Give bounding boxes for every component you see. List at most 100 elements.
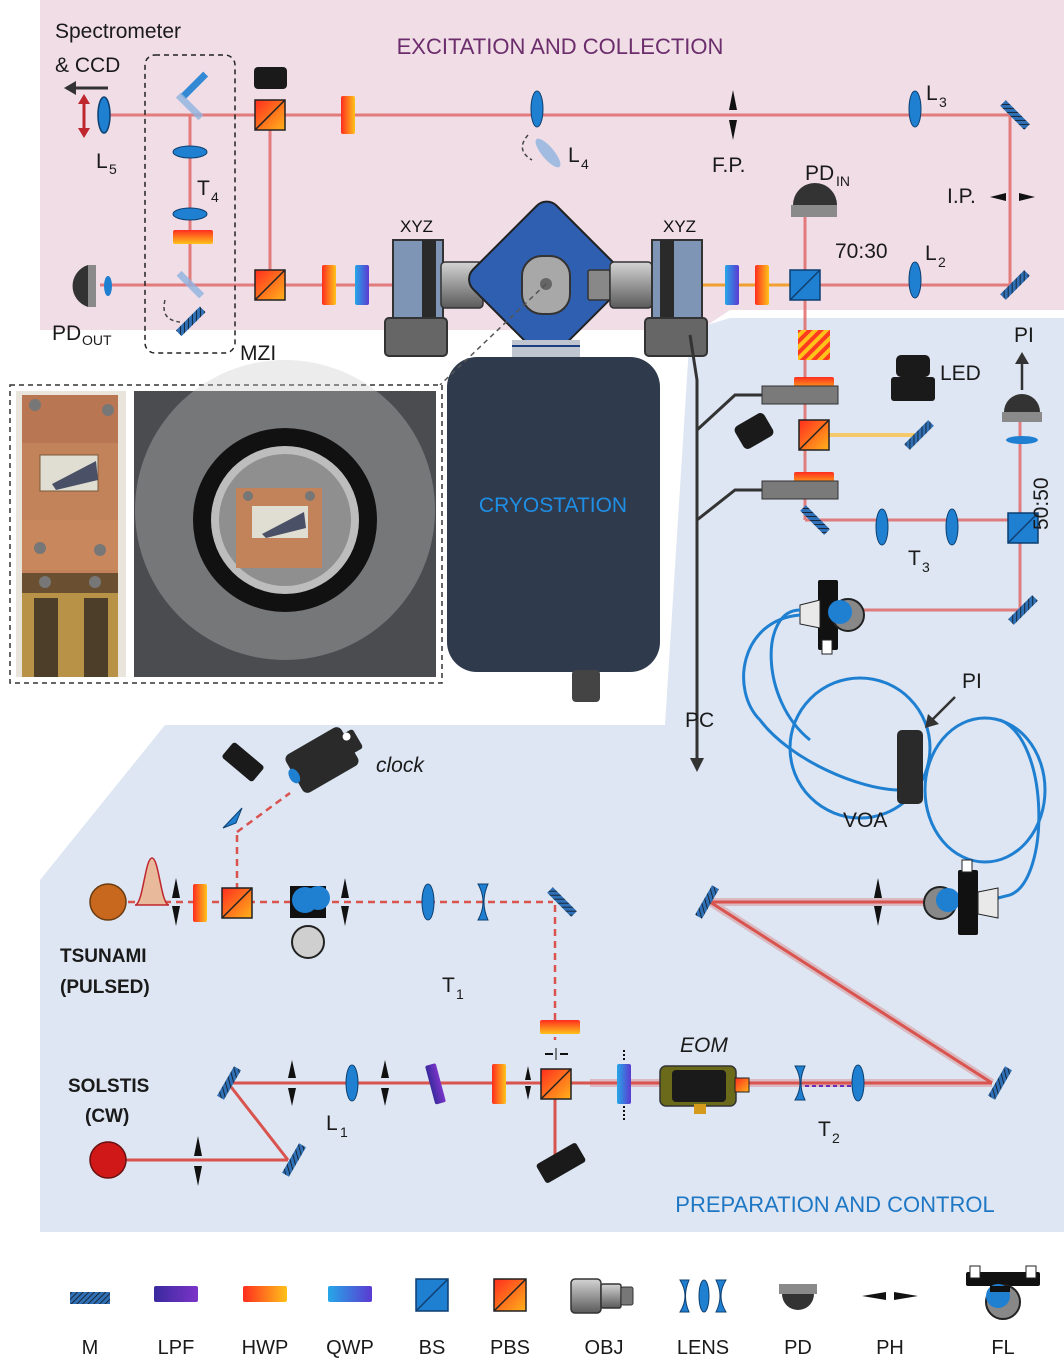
- voa-device: [897, 730, 923, 804]
- svg-text:3: 3: [939, 94, 947, 110]
- sample-photo-inset: [10, 360, 442, 683]
- legend-label-hwp: HWP: [242, 1337, 289, 1359]
- legend-label-ph: PH: [876, 1337, 904, 1359]
- spectrometer-label: Spectrometer: [55, 20, 181, 43]
- t4-lens-1: [173, 146, 207, 158]
- pi-top-label: PI: [1014, 324, 1034, 347]
- xyz-stage-left: [385, 240, 447, 356]
- flip-mirror-2: [762, 481, 838, 499]
- led-source: [891, 355, 935, 401]
- hwp-cw: [492, 1064, 506, 1104]
- pbs-cw: [541, 1069, 571, 1099]
- svg-text:2: 2: [832, 1130, 840, 1146]
- svg-text:3: 3: [922, 559, 930, 575]
- beam-splitter-icon: [416, 1279, 448, 1311]
- hwp-pulsed: [193, 884, 207, 922]
- lens-l1: [346, 1065, 358, 1101]
- svg-text:5: 5: [109, 161, 117, 177]
- cryostat-collar: [512, 340, 580, 358]
- hwp-mid: [322, 265, 336, 305]
- svg-text:2: 2: [938, 254, 946, 270]
- tsunami-laser: [90, 884, 126, 920]
- ccd-label: & CCD: [55, 54, 120, 77]
- pbs-top: [255, 100, 285, 130]
- cryostation-foot: [572, 670, 600, 702]
- svg-text:L: L: [926, 82, 938, 105]
- legend-label-bs: BS: [419, 1337, 446, 1359]
- flip-mirror-1: [762, 386, 838, 404]
- svg-text:IN: IN: [836, 173, 850, 189]
- mirror-icon: [70, 1292, 110, 1304]
- svg-text:L: L: [925, 242, 937, 265]
- pc-label: PC: [685, 709, 714, 732]
- svg-text:PD: PD: [805, 162, 834, 185]
- lens-t2-2: [852, 1065, 864, 1101]
- solstis-laser: [90, 1142, 126, 1178]
- bs-70-30: [790, 270, 820, 300]
- legend-labels: M LPF HWP QWP BS PBS OBJ LENS PD PH FL: [82, 1337, 1015, 1359]
- lens-l5: [98, 97, 110, 133]
- legend-label-pd: PD: [784, 1337, 812, 1359]
- hwp-pulsed-vertical: [540, 1020, 580, 1034]
- cw-label: (CW): [85, 1106, 129, 1127]
- objective-icon: [571, 1279, 633, 1313]
- tsunami-label: TSUNAMI: [60, 946, 147, 967]
- svg-text:4: 4: [581, 156, 589, 172]
- lens-t1-1: [422, 884, 434, 920]
- mzi-hwp: [173, 230, 213, 244]
- pulsed-label: (PULSED): [60, 977, 150, 998]
- legend-label-m: M: [82, 1337, 99, 1359]
- fp-label: F.P.: [712, 154, 745, 177]
- legend-label-lpf: LPF: [158, 1337, 195, 1359]
- led-label: LED: [940, 362, 981, 385]
- solstis-label: SOLSTIS: [68, 1076, 149, 1097]
- pbs-column: [799, 420, 829, 450]
- lens-icon: [680, 1280, 726, 1312]
- svg-text:4: 4: [211, 189, 219, 205]
- checker-filter: [798, 330, 830, 360]
- lens-t3-2: [946, 509, 958, 545]
- legend-label-pbs: PBS: [490, 1337, 530, 1359]
- pbs-pulsed: [222, 888, 252, 918]
- lens-l3: [909, 91, 921, 127]
- svg-text:PD: PD: [52, 322, 81, 345]
- t4-lens-2: [173, 208, 207, 220]
- legend-label-qwp: QWP: [326, 1337, 374, 1359]
- xyz-left-label: XYZ: [400, 217, 433, 236]
- pinhole-icon: [862, 1292, 918, 1300]
- ip-label: I.P.: [947, 185, 976, 208]
- svg-text:T: T: [197, 177, 210, 200]
- ratio-70-30: 70:30: [835, 240, 888, 263]
- svg-text:OUT: OUT: [82, 332, 112, 348]
- eom-label: EOM: [680, 1034, 728, 1057]
- voa-label: VOA: [843, 809, 887, 832]
- pbs-mid: [255, 270, 285, 300]
- svg-text:T: T: [908, 547, 921, 570]
- lens-l2: [909, 262, 921, 298]
- svg-text:L: L: [96, 150, 108, 173]
- quarter-wave-plate-icon: [328, 1286, 372, 1302]
- svg-text:1: 1: [340, 1124, 348, 1140]
- xyz-right-label: XYZ: [663, 217, 696, 236]
- cryostation-label: CRYOSTATION: [479, 494, 627, 517]
- clock-label: clock: [376, 754, 425, 777]
- svg-text:L: L: [326, 1112, 338, 1135]
- fiber-launcher-icon: [966, 1266, 1040, 1319]
- hwp-top: [341, 96, 355, 134]
- svg-text:1: 1: [456, 986, 464, 1002]
- legend: [70, 1266, 1040, 1319]
- excitation-title: EXCITATION AND COLLECTION: [397, 34, 724, 59]
- svg-text:L: L: [568, 144, 580, 167]
- legend-label-lens: LENS: [677, 1337, 729, 1359]
- beam-block-top: [254, 67, 287, 89]
- half-wave-plate-icon: [243, 1286, 287, 1302]
- polarizing-beam-splitter-icon: [494, 1279, 526, 1311]
- svg-text:T: T: [442, 974, 455, 997]
- lens-l4: [531, 91, 543, 127]
- legend-label-obj: OBJ: [585, 1337, 624, 1359]
- qwp-mid: [355, 265, 369, 305]
- long-pass-filter-icon: [154, 1286, 198, 1302]
- legend-label-fl: FL: [991, 1337, 1014, 1359]
- photodiode-icon: [779, 1284, 817, 1310]
- pi-mid-label: PI: [962, 670, 982, 693]
